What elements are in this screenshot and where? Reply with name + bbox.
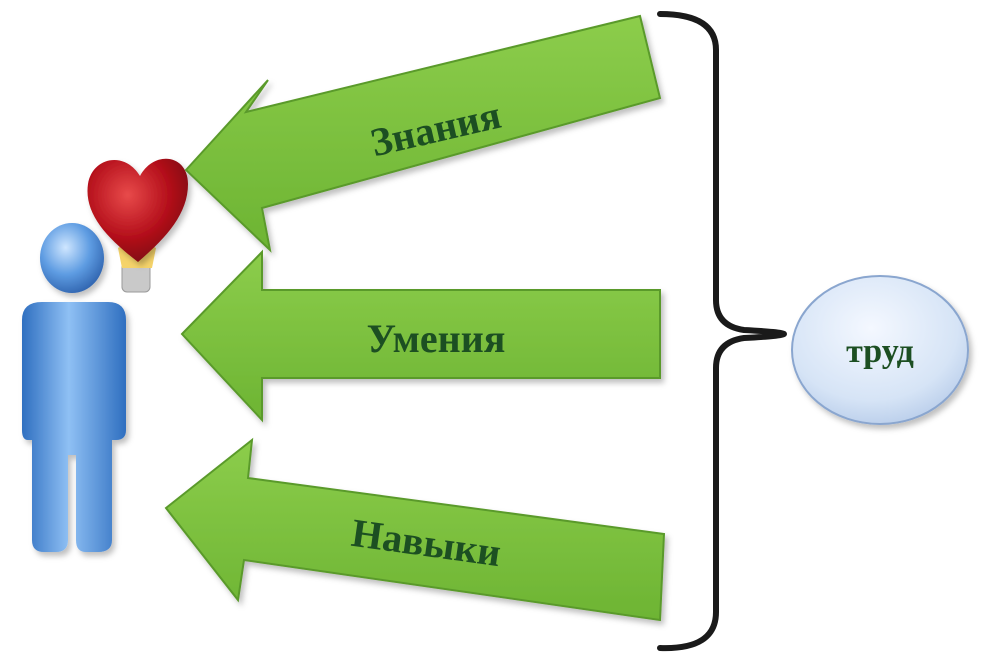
person-icon (22, 223, 126, 552)
arrow-znaniya: Знания (184, 14, 662, 253)
oval-label-trud: труд (846, 333, 914, 370)
trud-oval: труд (791, 275, 969, 425)
arrow-label-umeniya: Умения (367, 316, 506, 361)
arrow-navyki: Навыки (164, 437, 666, 622)
heart-lightbulb-icon (87, 158, 188, 293)
right-brace (657, 11, 787, 652)
arrow-umeniya: Умения (180, 249, 661, 423)
